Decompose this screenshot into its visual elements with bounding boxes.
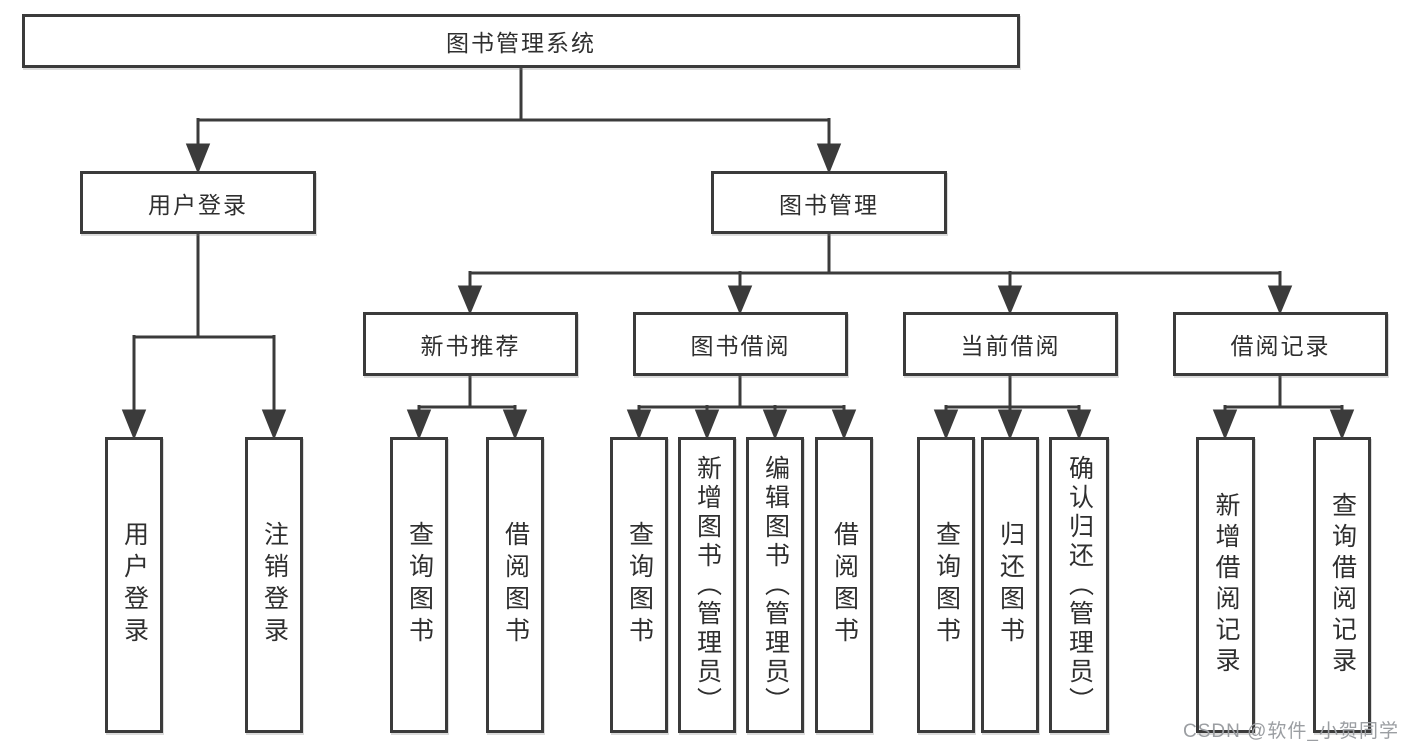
leaf-add-book-admin: 新增图书（管理员） xyxy=(678,437,736,733)
leaf-edit-book-admin: 编辑图书（管理员） xyxy=(746,437,804,733)
node-borrow-records: 借阅记录 xyxy=(1173,312,1388,376)
leaf-query-books-current: 查询图书 xyxy=(917,437,975,733)
node-current-borrow: 当前借阅 xyxy=(903,312,1118,376)
node-new-book-recommend: 新书推荐 xyxy=(363,312,578,376)
leaf-borrow-books-recommend: 借阅图书 xyxy=(486,437,544,733)
connector-root-to-level2 xyxy=(185,68,842,175)
connector-book-borrow-to-leaves xyxy=(626,376,857,441)
leaf-return-books: 归还图书 xyxy=(981,437,1039,733)
node-user-login: 用户登录 xyxy=(80,171,316,234)
leaf-query-books-borrow: 查询图书 xyxy=(610,437,668,733)
connector-user-login-to-leaves xyxy=(121,234,287,441)
node-book-borrow: 图书借阅 xyxy=(633,312,848,376)
connector-borrow-records-to-leaves xyxy=(1212,376,1355,441)
node-book-management: 图书管理 xyxy=(711,171,947,234)
csdn-watermark: CSDN @软件_小贺同学 xyxy=(1183,721,1399,742)
leaf-user-login: 用户登录 xyxy=(105,437,163,733)
leaf-add-borrow-record: 新增借阅记录 xyxy=(1196,437,1255,733)
leaf-query-borrow-record: 查询借阅记录 xyxy=(1313,437,1371,733)
connector-current-borrow-to-leaves xyxy=(933,376,1092,441)
connector-new-book-recommend-to-leaves xyxy=(406,376,528,441)
node-root: 图书管理系统 xyxy=(22,14,1020,68)
connector-book-management-to-level3 xyxy=(457,234,1293,315)
leaf-logout: 注销登录 xyxy=(245,437,303,733)
leaf-confirm-return-admin: 确认归还（管理员） xyxy=(1049,437,1109,733)
leaf-query-books-recommend: 查询图书 xyxy=(390,437,448,733)
leaf-borrow-books-borrow: 借阅图书 xyxy=(815,437,873,733)
